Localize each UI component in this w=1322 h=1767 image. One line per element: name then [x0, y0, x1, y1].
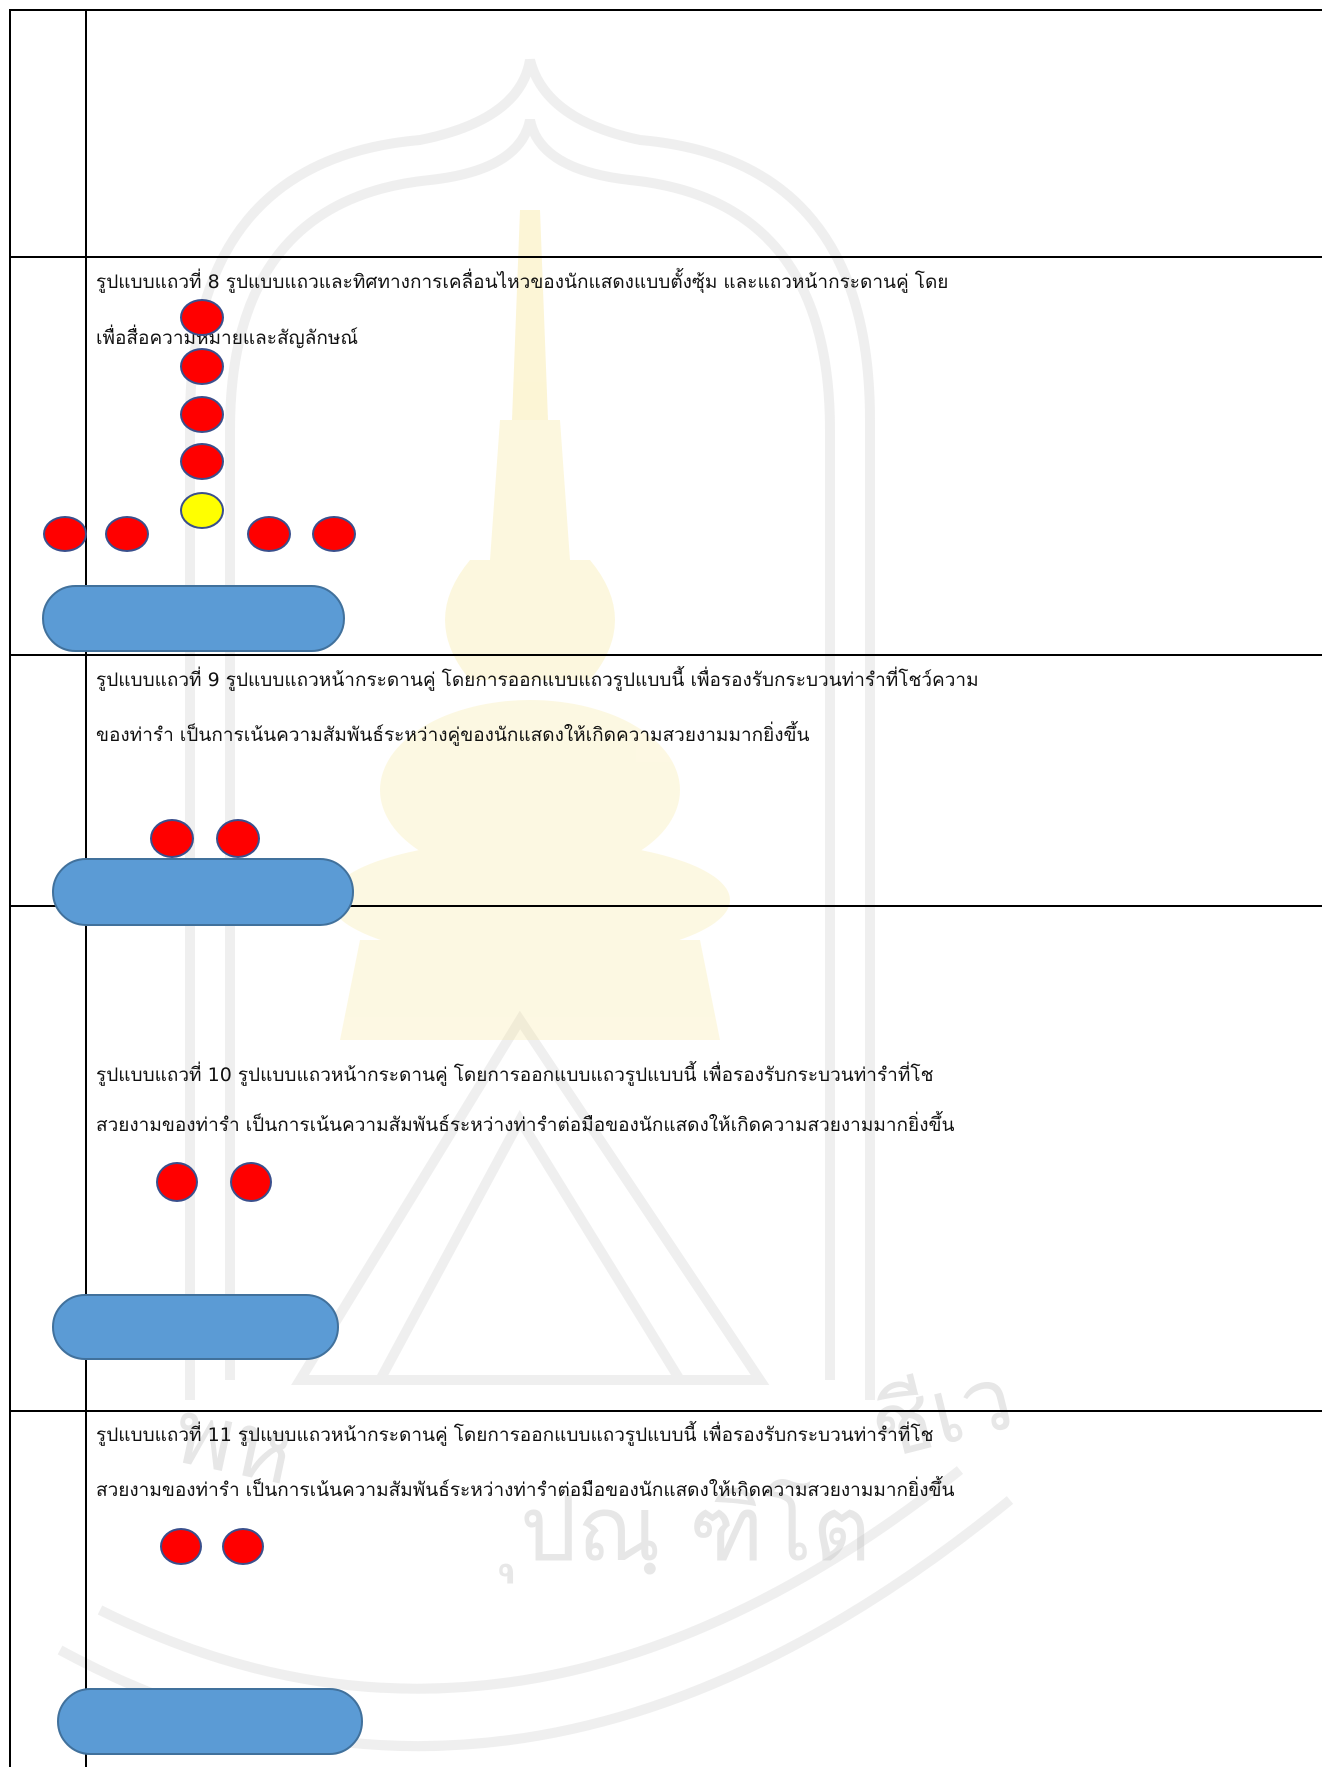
row-11-description-line-1: รูปแบบแถวที่ 11 รูปแบบแถวหน้ากระดานคู่ โ…: [96, 1424, 934, 1446]
performer-dot: [216, 819, 260, 858]
table-top-border: [9, 9, 1322, 11]
table-left-border: [9, 9, 11, 1767]
performer-dot: [222, 1528, 264, 1565]
stage-shape: [42, 585, 345, 652]
table-row-divider: [9, 1410, 1322, 1412]
performer-dot: [247, 516, 291, 552]
lead-performer-dot: [180, 492, 224, 529]
performer-dot: [180, 396, 224, 433]
performer-dot: [180, 299, 224, 336]
performer-dot: [312, 516, 356, 552]
row-8-description-line-2: เพื่อสื่อความหมายและสัญลักษณ์: [96, 327, 359, 349]
table-row-divider: [9, 256, 1322, 258]
performer-dot: [160, 1528, 202, 1565]
performer-dot: [230, 1162, 272, 1202]
row-10-description-line-2: สวยงามของท่ารำ เป็นการเน้นความสัมพันธ์ระ…: [96, 1114, 955, 1136]
performer-dot: [105, 516, 149, 552]
row-9-description-line-1: รูปแบบแถวที่ 9 รูปแบบแถวหน้ากระดานคู่ โด…: [96, 669, 979, 691]
row-10-description-line-1: รูปแบบแถวที่ 10 รูปแบบแถวหน้ากระดานคู่ โ…: [96, 1064, 934, 1086]
row-9-description-line-2: ของท่ารำ เป็นการเน้นความสัมพันธ์ระหว่างค…: [96, 724, 810, 746]
table-row-divider: [9, 654, 1322, 656]
performer-dot: [180, 348, 224, 385]
svg-text:ชีเว: ชีเว: [860, 1345, 1024, 1481]
stage-shape: [52, 1294, 339, 1360]
stage-shape: [52, 858, 354, 926]
row-11-description-line-2: สวยงามของท่ารำ เป็นการเน้นความสัมพันธ์ระ…: [96, 1479, 955, 1501]
stage-shape: [57, 1688, 363, 1755]
performer-dot: [156, 1162, 198, 1202]
svg-text:พห: พห: [165, 1379, 303, 1506]
performer-dot: [43, 516, 87, 552]
svg-text:ุปณฺ ฑิโต: ุปณฺ ฑิโต: [499, 1477, 871, 1584]
performer-dot: [150, 819, 194, 858]
performer-dot: [180, 443, 224, 480]
row-8-description-line-1: รูปแบบแถวที่ 8 รูปแบบแถวและทิศทางการเคลื…: [96, 271, 949, 293]
table-row-divider: [9, 905, 1322, 907]
